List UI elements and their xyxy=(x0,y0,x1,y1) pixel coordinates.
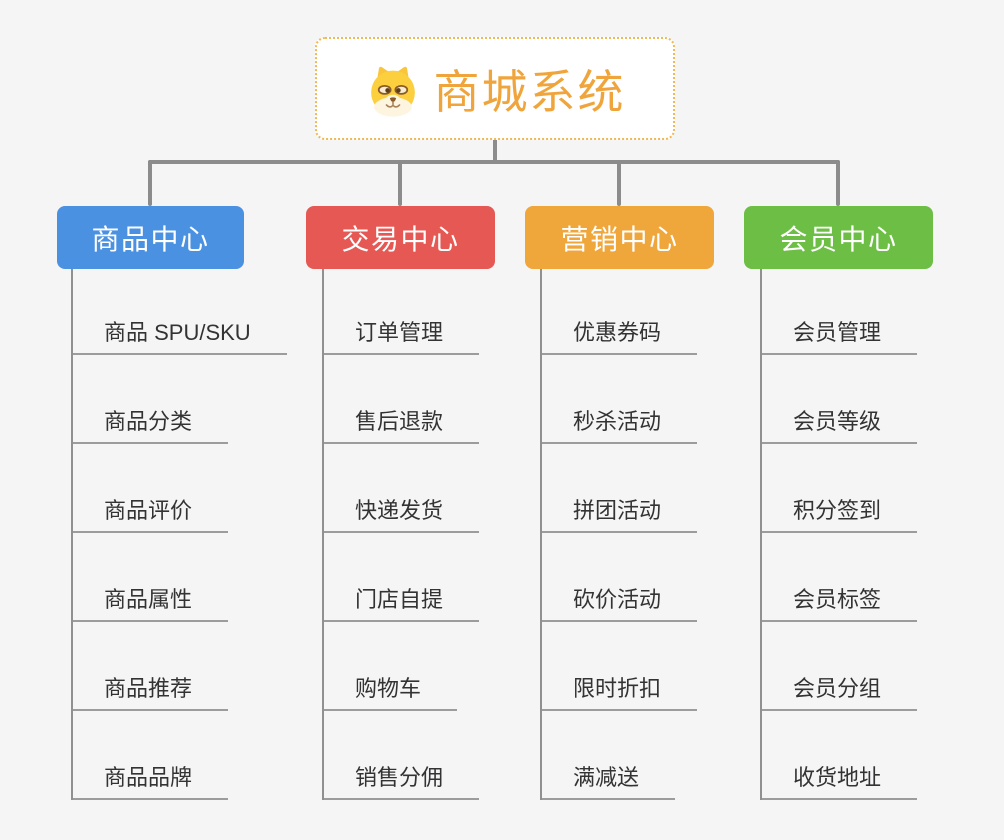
branch-label: 会员中心 xyxy=(779,223,898,255)
leaf-label: 会员分组 xyxy=(793,676,882,701)
leaf-label: 秒杀活动 xyxy=(573,409,662,434)
dog-face-icon xyxy=(365,61,421,117)
leaf-item[interactable]: 会员等级 xyxy=(762,355,918,444)
root-node[interactable]: 商城系统 xyxy=(315,37,675,140)
leaf-item[interactable]: 拼团活动 xyxy=(542,444,698,533)
leaf-item[interactable]: 秒杀活动 xyxy=(542,355,698,444)
leaf-item[interactable]: 商品属性 xyxy=(73,533,229,622)
leaf-item[interactable]: 门店自提 xyxy=(324,533,480,622)
leaf-label: 会员等级 xyxy=(793,409,882,434)
branch-items-marketing: 优惠券码 秒杀活动 拼团活动 砍价活动 限时折扣 满减送 xyxy=(540,266,698,800)
leaf-label: 限时折扣 xyxy=(573,676,662,701)
leaf-label: 商品分类 xyxy=(104,409,193,434)
leaf-item[interactable]: 购物车 xyxy=(324,622,458,711)
leaf-label: 满减送 xyxy=(573,765,640,790)
branch-node-trade-center[interactable]: 交易中心 xyxy=(306,206,495,269)
leaf-label: 商品推荐 xyxy=(104,676,193,701)
branch-items-product: 商品 SPU/SKU 商品分类 商品评价 商品属性 商品推荐 商品品牌 xyxy=(71,266,287,800)
leaf-item[interactable]: 砍价活动 xyxy=(542,533,698,622)
branch-label: 商品中心 xyxy=(91,223,210,255)
leaf-item[interactable]: 销售分佣 xyxy=(324,711,480,800)
leaf-label: 门店自提 xyxy=(355,587,444,612)
branch-items-member: 会员管理 会员等级 积分签到 会员标签 会员分组 收货地址 xyxy=(760,266,918,800)
leaf-item[interactable]: 商品 SPU/SKU xyxy=(73,266,287,355)
leaf-label: 砍价活动 xyxy=(573,587,662,612)
leaf-label: 积分签到 xyxy=(793,498,882,523)
leaf-label: 会员标签 xyxy=(793,587,882,612)
connector-drop-member xyxy=(836,160,840,206)
branch-items-trade: 订单管理 售后退款 快递发货 门店自提 购物车 销售分佣 xyxy=(322,266,480,800)
connector-drop-marketing xyxy=(617,160,621,206)
leaf-item[interactable]: 快递发货 xyxy=(324,444,480,533)
leaf-label: 收货地址 xyxy=(793,765,882,790)
connector-drop-product xyxy=(148,160,152,206)
leaf-label: 会员管理 xyxy=(793,320,882,345)
leaf-label: 销售分佣 xyxy=(355,765,444,790)
leaf-label: 商品评价 xyxy=(104,498,193,523)
leaf-label: 售后退款 xyxy=(355,409,444,434)
leaf-item[interactable]: 商品品牌 xyxy=(73,711,229,800)
branch-node-product-center[interactable]: 商品中心 xyxy=(57,206,244,269)
leaf-label: 商品 SPU/SKU xyxy=(104,320,251,345)
connector-root-stub xyxy=(493,140,497,164)
leaf-item[interactable]: 售后退款 xyxy=(324,355,480,444)
branch-node-member-center[interactable]: 会员中心 xyxy=(744,206,933,269)
leaf-item[interactable]: 商品评价 xyxy=(73,444,229,533)
leaf-item[interactable]: 会员管理 xyxy=(762,266,918,355)
leaf-item[interactable]: 商品推荐 xyxy=(73,622,229,711)
leaf-label: 订单管理 xyxy=(355,320,444,345)
branch-label: 交易中心 xyxy=(341,223,460,255)
branch-label: 营销中心 xyxy=(560,223,679,255)
branch-node-marketing-center[interactable]: 营销中心 xyxy=(525,206,714,269)
leaf-item[interactable]: 订单管理 xyxy=(324,266,480,355)
leaf-label: 购物车 xyxy=(355,676,422,701)
leaf-item[interactable]: 限时折扣 xyxy=(542,622,698,711)
leaf-item[interactable]: 收货地址 xyxy=(762,711,918,800)
leaf-item[interactable]: 积分签到 xyxy=(762,444,918,533)
leaf-label: 优惠券码 xyxy=(573,320,662,345)
leaf-item[interactable]: 会员分组 xyxy=(762,622,918,711)
leaf-label: 商品属性 xyxy=(104,587,193,612)
connector-horizontal-rail xyxy=(148,160,840,164)
leaf-item[interactable]: 优惠券码 xyxy=(542,266,698,355)
leaf-label: 拼团活动 xyxy=(573,498,662,523)
leaf-label: 商品品牌 xyxy=(104,765,193,790)
leaf-item[interactable]: 商品分类 xyxy=(73,355,229,444)
root-title: 商城系统 xyxy=(433,65,626,118)
leaf-item[interactable]: 满减送 xyxy=(542,711,676,800)
leaf-label: 快递发货 xyxy=(355,498,444,523)
connector-drop-trade xyxy=(398,160,402,206)
leaf-item[interactable]: 会员标签 xyxy=(762,533,918,622)
